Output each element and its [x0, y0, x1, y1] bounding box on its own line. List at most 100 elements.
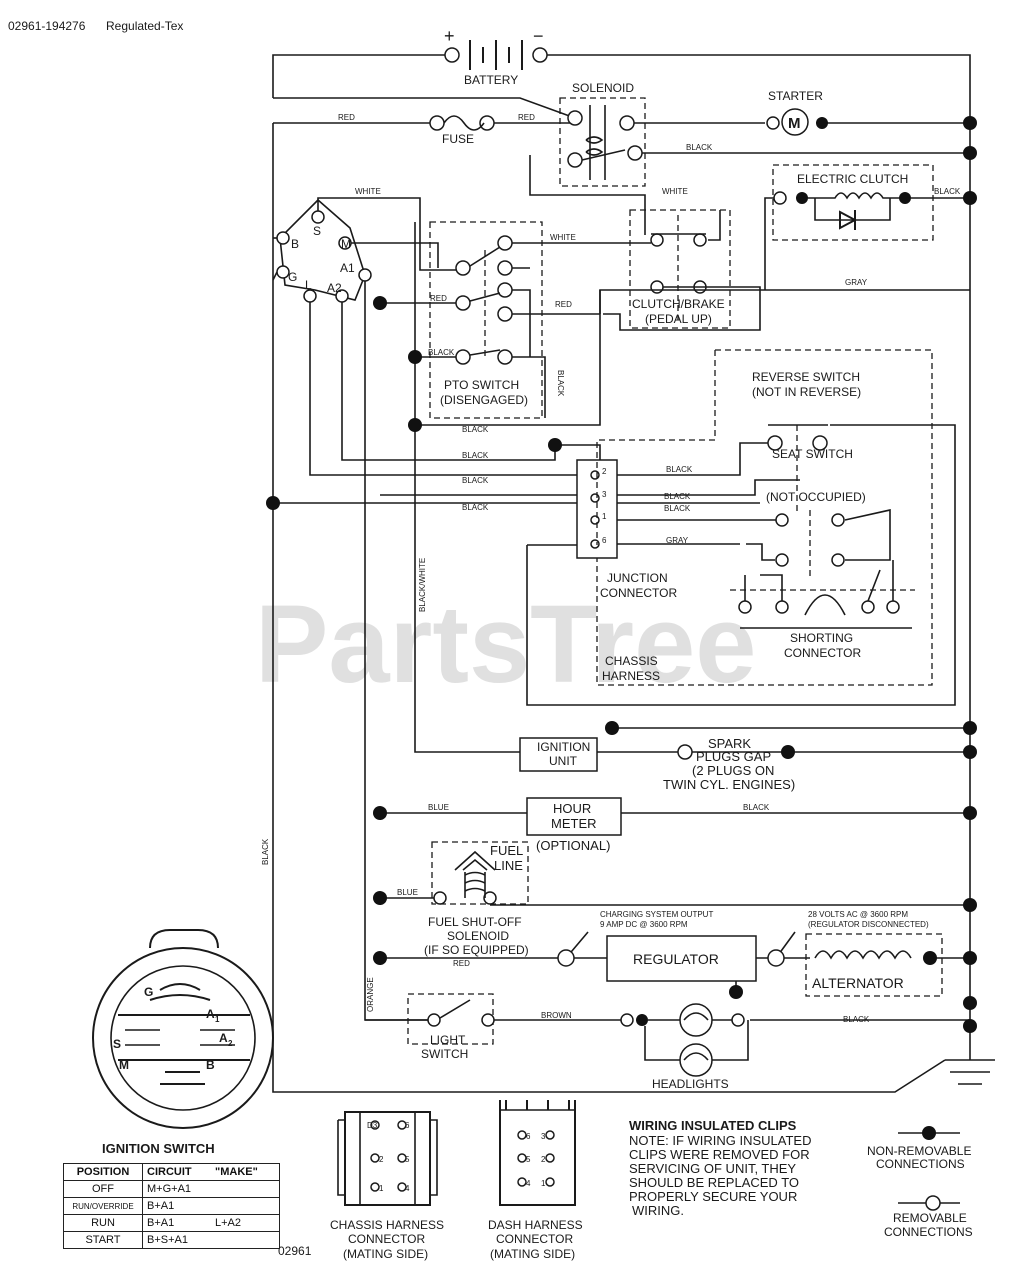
- watermark: PartsTree: [255, 583, 756, 706]
- seat-label-2: (NOT OCCUPIED): [766, 490, 866, 504]
- jc-pin-6: 6: [602, 536, 607, 545]
- note-line-1: NOTE: IF WIRING INSULATED: [629, 1133, 812, 1148]
- battery: + − BATTERY: [444, 26, 548, 87]
- ignition-unit: IGNITION UNIT: [519, 737, 598, 772]
- dash-pin-4: 4: [526, 1179, 531, 1188]
- junction-label-2: CONNECTOR: [600, 586, 677, 600]
- electric-clutch-label: ELECTRIC CLUTCH: [797, 172, 908, 186]
- fuel-solenoid: FUEL LINE FUEL SHUT-OFF SOLENOID (IF SO …: [424, 841, 529, 957]
- ign-face-m: M: [119, 1058, 129, 1072]
- ignition-switch-face: G A 1 A 2 S M B: [92, 929, 274, 1129]
- seat-switch: SEAT SWITCH (NOT OCCUPIED): [746, 447, 891, 580]
- note-line-6: WIRING.: [632, 1203, 684, 1218]
- starter-symbol: M: [788, 115, 801, 132]
- note-line-5: PROPERLY SECURE YOUR: [629, 1189, 797, 1204]
- chassis-label-1: CHASSIS: [605, 654, 658, 668]
- wire-label-black-jc1: BLACK: [664, 504, 691, 513]
- jc-pin-1: 1: [602, 512, 607, 521]
- fuel-line-label-1: FUEL: [490, 843, 523, 858]
- wire-label-black-solenoid: BLACK: [686, 143, 713, 152]
- dash-pin-2: 2: [541, 1155, 546, 1164]
- wire-label-black-hour: BLACK: [743, 803, 770, 812]
- fuse: FUSE: [429, 115, 495, 146]
- headlights-label: HEADLIGHTS: [652, 1077, 729, 1091]
- ign-term-a1: A1: [340, 261, 355, 275]
- note-line-4: SHOULD BE REPLACED TO: [629, 1175, 799, 1190]
- table-cell-position: START: [63, 1231, 143, 1249]
- note-title: WIRING INSULATED CLIPS: [629, 1118, 797, 1133]
- chassis-connector-title-3: (MATING SIDE): [343, 1247, 428, 1261]
- chassis-pin-2: 2: [379, 1155, 384, 1164]
- jc-pin-2: 2: [602, 467, 607, 476]
- fuel-line-label-2: LINE: [494, 858, 523, 873]
- wire-label-red-fuse-left: RED: [338, 113, 355, 122]
- wire-label-black-2: BLACK: [462, 451, 489, 460]
- legend: NON-REMOVABLE CONNECTIONS REMOVABLE CONN…: [867, 1126, 973, 1239]
- battery-plus: +: [444, 26, 455, 46]
- wire-label-blue-fuel: BLUE: [397, 888, 418, 897]
- starter: M STARTER: [766, 89, 828, 136]
- ign-face-s: S: [113, 1037, 121, 1051]
- wire-label-black-jc2: BLACK: [666, 465, 693, 474]
- light-switch: LIGHT SWITCH: [407, 993, 495, 1061]
- pto-label-1: PTO SWITCH: [444, 378, 519, 392]
- wire-label-red-pto-right: RED: [555, 300, 572, 309]
- regulator: REGULATOR: [557, 935, 785, 999]
- alt-volts-label-1: 28 VOLTS AC @ 3600 RPM: [808, 910, 908, 919]
- table-cell-extra: L+A2: [211, 1214, 280, 1232]
- spark-label-4: TWIN CYL. ENGINES): [663, 777, 795, 792]
- table-row: RUN/OVERRIDE B+A1: [63, 1197, 280, 1215]
- dash-connector-title-2: CONNECTOR: [496, 1232, 573, 1246]
- header-code: 02961-194276: [8, 19, 86, 33]
- ign-face-a1-sub: 1: [215, 1015, 220, 1024]
- regulator-label: REGULATOR: [633, 951, 719, 967]
- dash-connector-title-1: DASH HARNESS: [488, 1218, 583, 1232]
- wire-label-orange: ORANGE: [366, 977, 375, 1012]
- wire-label-white-pto: WHITE: [550, 233, 576, 242]
- junction-connector: 2 3 1 6 JUNCTION CONNECTOR: [576, 459, 677, 600]
- hour-meter: HOUR METER (OPTIONAL): [526, 797, 622, 853]
- battery-minus: −: [533, 26, 544, 46]
- table-cell-circuit: B+A1: [142, 1214, 211, 1232]
- dash-pin-6: 6: [526, 1132, 531, 1141]
- dash-harness-connector: 6 5 4 3 2 1 DASH HARNESS CONNECTOR (MATI…: [488, 1100, 583, 1261]
- ign-term-m: M: [341, 237, 351, 251]
- note-line-2: CLIPS WERE REMOVED FOR: [629, 1147, 810, 1162]
- shorting-connector: SHORTING CONNECTOR: [730, 560, 915, 660]
- wire-label-red-fuse-right: RED: [518, 113, 535, 122]
- light-label-2: SWITCH: [421, 1047, 468, 1061]
- table-cell-position: RUN/OVERRIDE: [63, 1197, 143, 1215]
- wire-label-red-regulator: RED: [453, 959, 470, 968]
- wire-label-black-pto-vertical: BLACK: [556, 370, 565, 397]
- charging-label-2: 9 AMP DC @ 3600 RPM: [600, 920, 688, 929]
- chassis-pin-4: 4: [405, 1184, 410, 1193]
- ignition-position-table: POSITION CIRCUIT "MAKE" OFF M+G+A1 RUN/O…: [63, 1163, 280, 1249]
- ign-face-a1: A: [206, 1007, 215, 1021]
- wire-label-black-1: BLACK: [462, 425, 489, 434]
- connection-dots: [266, 116, 977, 1033]
- fuse-label: FUSE: [442, 132, 474, 146]
- alt-volts-label-2: (REGULATOR DISCONNECTED): [808, 920, 929, 929]
- wire-label-black-3: BLACK: [462, 476, 489, 485]
- note-line-3: SERVICING OF UNIT, THEY: [629, 1161, 796, 1176]
- table-header-circuit: CIRCUIT: [142, 1163, 211, 1181]
- wire-label-blue-hour: BLUE: [428, 803, 449, 812]
- ign-face-a2-sub: 2: [228, 1039, 233, 1048]
- fuel-sol-label-3: (IF SO EQUIPPED): [424, 943, 529, 957]
- alternator: ALTERNATOR: [805, 933, 943, 997]
- hour-label-3: (OPTIONAL): [536, 838, 610, 853]
- seat-label-1: SEAT SWITCH: [772, 447, 853, 461]
- alternator-label: ALTERNATOR: [812, 975, 904, 991]
- table-cell-circuit: M+G+A1: [142, 1180, 211, 1198]
- table-row: START B+S+A1: [63, 1231, 280, 1249]
- table-cell-circuit: B+S+A1: [142, 1231, 211, 1249]
- spark-label-2: PLUGS GAP: [696, 749, 771, 764]
- headlights: HEADLIGHTS: [620, 1003, 749, 1091]
- reverse-label-1: REVERSE SWITCH: [752, 370, 860, 384]
- ign-term-a2: A2: [327, 281, 342, 295]
- dash-pin-1: 1: [541, 1179, 546, 1188]
- pto-label-2: (DISENGAGED): [440, 393, 528, 407]
- hour-label-2: METER: [551, 816, 597, 831]
- dash-pin-5: 5: [526, 1155, 531, 1164]
